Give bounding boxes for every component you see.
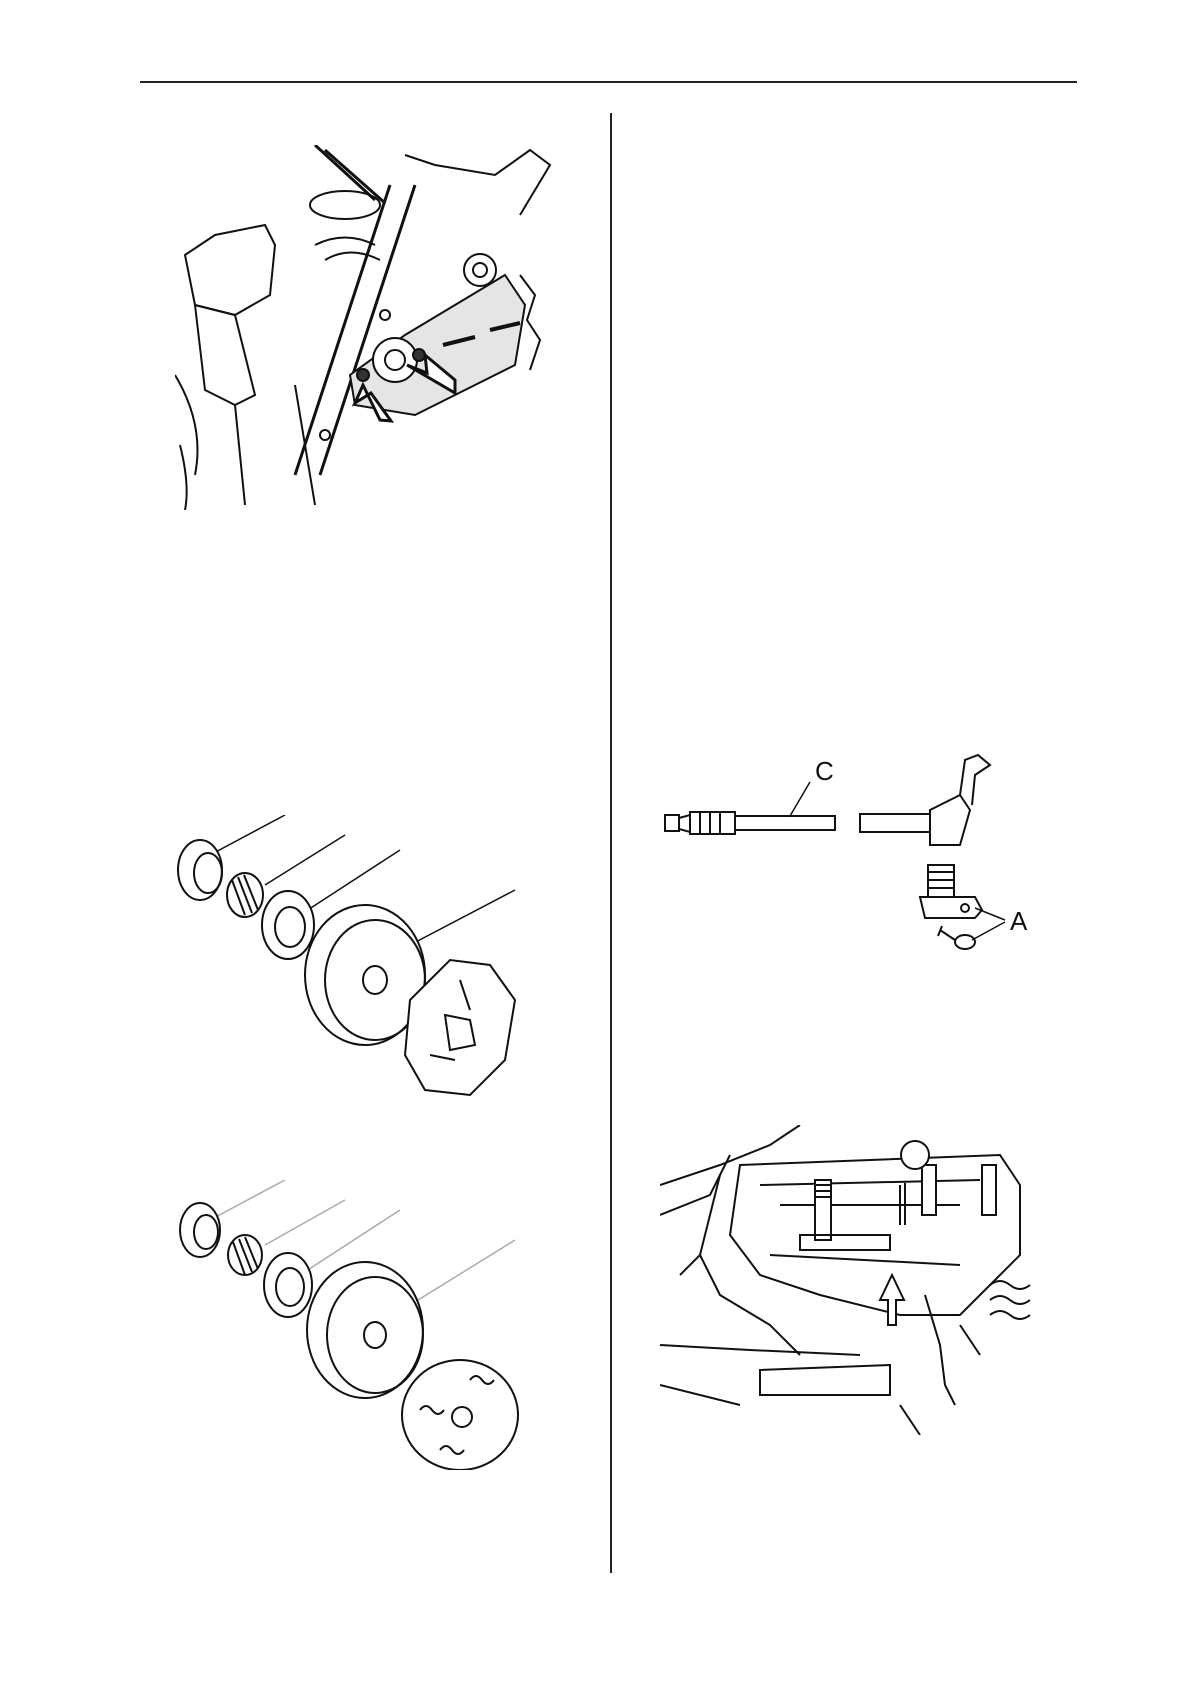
callout-a: A bbox=[1010, 906, 1028, 936]
column-divider bbox=[610, 113, 612, 1573]
clutch-exploded-springs-illustration bbox=[170, 1180, 540, 1470]
figure-clutch-exploded-a bbox=[170, 815, 540, 1110]
figure-clutch-exploded-b bbox=[170, 1180, 540, 1470]
chainsaw-side-illustration bbox=[175, 145, 575, 510]
crankcase-illustration bbox=[660, 1125, 1060, 1435]
oil-pump-illustration: C A bbox=[660, 750, 1050, 960]
clutch-exploded-illustration bbox=[170, 815, 540, 1110]
figure-clutch-cover-screws bbox=[175, 145, 575, 510]
figure-oil-pump-parts: C A bbox=[660, 750, 1050, 960]
figure-oil-pump-installed bbox=[660, 1125, 1060, 1435]
callout-c: C bbox=[815, 756, 834, 786]
header-rule bbox=[140, 81, 1077, 83]
